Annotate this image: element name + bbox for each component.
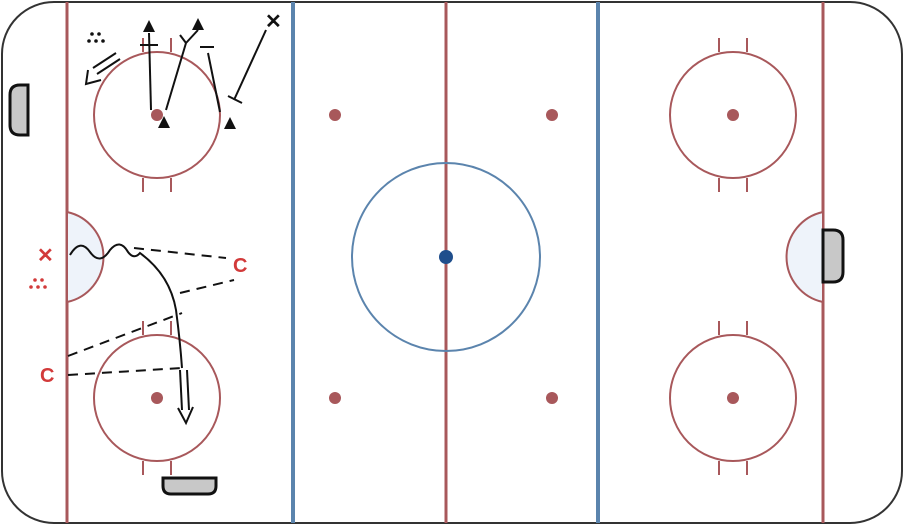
player-path-3-line bbox=[185, 29, 199, 44]
center-faceoff-dot bbox=[439, 250, 453, 264]
player-triangle-icon bbox=[192, 18, 204, 30]
center-circle bbox=[351, 162, 541, 352]
neutral-dot-bottom-left bbox=[329, 392, 341, 404]
faceoff-circle-top-right bbox=[669, 38, 797, 192]
right-goal-crease bbox=[785, 210, 824, 304]
player-path-4 bbox=[200, 46, 221, 113]
stickhandling-path bbox=[69, 243, 183, 369]
faceoff-circle-bottom-right bbox=[669, 321, 797, 475]
player-path-5 bbox=[227, 29, 267, 104]
left-goal-crease bbox=[66, 210, 105, 304]
neutral-dot-top-right bbox=[546, 109, 558, 121]
double-line-arrow-icon bbox=[84, 52, 121, 86]
player-triangle-icon bbox=[143, 20, 155, 32]
player-x-black: ✕ bbox=[265, 11, 282, 33]
neutral-dot-top-left bbox=[329, 109, 341, 121]
faceoff-circle-bottom-left bbox=[93, 321, 221, 475]
neutral-dot-bottom-right bbox=[546, 392, 558, 404]
pass-lines bbox=[67, 247, 235, 376]
coach-label-top: C bbox=[233, 255, 247, 277]
coach-label-bottom: C bbox=[40, 365, 54, 387]
puck-cluster-icon bbox=[87, 32, 105, 43]
player-x-red: ✕ bbox=[37, 245, 54, 267]
player-triangle-icon bbox=[224, 117, 236, 129]
bottom-net bbox=[161, 476, 218, 496]
player-triangle-icon bbox=[158, 116, 170, 128]
puck-cluster-icon bbox=[29, 278, 47, 289]
player-path-2 bbox=[165, 34, 187, 111]
double-line-arrow-icon bbox=[177, 369, 194, 426]
left-side-net bbox=[8, 83, 30, 137]
faceoff-circle-top-left bbox=[93, 38, 221, 192]
player-path-1 bbox=[140, 32, 158, 111]
right-goal-net bbox=[821, 228, 845, 284]
